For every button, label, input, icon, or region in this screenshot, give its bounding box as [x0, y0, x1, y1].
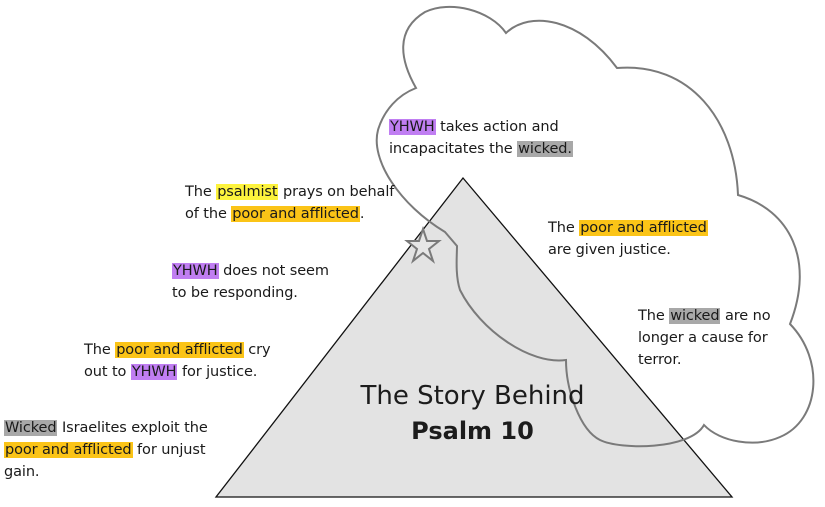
highlight-wicked: wicked. — [517, 141, 573, 157]
note-no-longer-terror: The wicked are no longer a cause for ter… — [638, 308, 771, 368]
note-given-justice: The poor and afflicted are given justice… — [548, 220, 708, 258]
title-line-2: Psalm 10 — [411, 417, 534, 445]
highlight-poor-and-afflicted: poor and afflicted — [4, 442, 133, 458]
note-wicked-exploit: Wicked Israelites exploit the poor and a… — [4, 420, 208, 480]
highlight-poor-and-afflicted: poor and afflicted — [579, 220, 708, 236]
highlight-wicked: Wicked — [4, 420, 58, 436]
diagram-title: The Story Behind Psalm 10 — [330, 378, 615, 448]
highlight-yhwh: YHWH — [130, 364, 178, 380]
highlight-poor-and-afflicted: poor and afflicted — [115, 342, 244, 358]
highlight-yhwh: YHWH — [172, 263, 219, 279]
star-icon — [404, 225, 442, 264]
highlight-psalmist: psalmist — [216, 184, 279, 200]
note-takes-action: YHWH takes action and incapacitates the … — [389, 119, 573, 157]
thought-cloud — [375, 5, 815, 448]
title-line-1: The Story Behind — [360, 381, 585, 411]
story-triangle — [214, 176, 734, 498]
highlight-poor-and-afflicted: poor and afflicted — [231, 206, 360, 222]
note-psalmist-prays: The psalmist prays on behalf of the poor… — [185, 184, 395, 222]
note-not-responding: YHWH does not seem to be responding. — [172, 263, 329, 301]
highlight-yhwh: YHWH — [389, 119, 436, 135]
note-cry-out: The poor and afflicted cry out to YHWH f… — [84, 342, 271, 380]
highlight-wicked: wicked — [669, 308, 721, 324]
